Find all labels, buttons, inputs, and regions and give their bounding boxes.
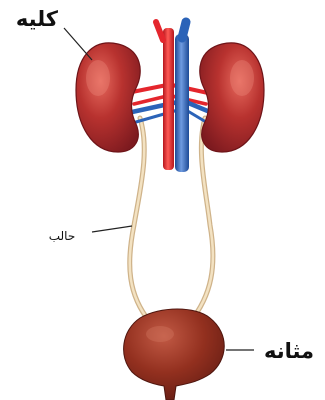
vena-cava [175, 22, 189, 172]
kidney-label-line [64, 28, 92, 60]
aorta [156, 22, 174, 170]
ureter-label-line [92, 226, 132, 232]
right-kidney [200, 43, 264, 152]
bladder-label: مثانه [264, 339, 314, 363]
bladder [124, 309, 225, 400]
kidney-label: کلیه [16, 7, 59, 31]
ureter-label: حالب [49, 229, 76, 243]
left-kidney [76, 43, 140, 152]
